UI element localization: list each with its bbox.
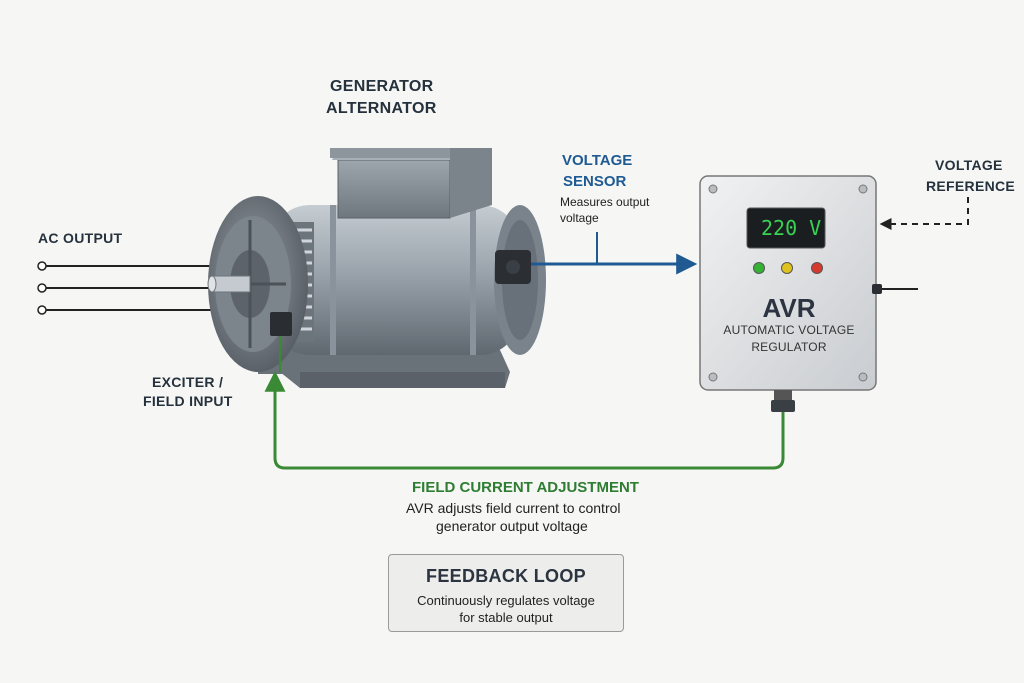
voltage-reference-line2: REFERENCE <box>926 178 1016 194</box>
avr-display-value: 220 V <box>761 216 822 240</box>
terminal-3 <box>37 305 47 315</box>
feedback-loop-desc: Continuously regulates voltage for stabl… <box>417 593 595 625</box>
avr-unit <box>699 175 918 412</box>
generator-heading-line2: ALTERNATOR <box>326 100 437 117</box>
ac-output-wires <box>37 261 230 315</box>
feedback-loop-title: FEEDBACK LOOP <box>426 566 586 586</box>
generator-illustration <box>207 148 546 388</box>
status-led-green <box>753 262 765 274</box>
avr-display <box>746 207 826 249</box>
exciter-label-line2: FIELD INPUT <box>143 393 233 409</box>
avr-subtitle-line1: AUTOMATIC VOLTAGE <box>723 323 855 337</box>
status-led-red <box>811 262 823 274</box>
field-adjustment-desc-line2: generator output voltage <box>436 518 588 534</box>
avr-subtitle-line2: REGULATOR <box>751 340 827 354</box>
ac-output-label: AC OUTPUT <box>38 230 123 246</box>
exciter-label-line1: EXCITER / <box>152 374 224 390</box>
terminal-1 <box>37 261 47 271</box>
cable-gland <box>771 400 795 412</box>
field-current-line <box>264 370 785 470</box>
field-adjustment-desc-line1: AVR adjusts field current to control <box>406 500 621 516</box>
voltage-sensor-desc-line2: voltage <box>560 211 599 225</box>
avr-title: AVR <box>762 293 816 323</box>
voltage-sensor-desc-line1: Measures output <box>560 195 650 209</box>
terminal-2 <box>37 283 47 293</box>
status-led-yellow <box>781 262 793 274</box>
voltage-reference-line1: VOLTAGE <box>935 157 1003 173</box>
voltage-sensor-heading-line2: SENSOR <box>563 173 627 190</box>
exciter-module <box>270 312 292 336</box>
generator-heading-line1: GENERATOR <box>330 78 434 95</box>
field-adjustment-heading: FIELD CURRENT ADJUSTMENT <box>412 479 639 496</box>
voltage-sensor-heading-line1: VOLTAGE <box>562 152 633 169</box>
voltage-reference-line <box>879 197 969 230</box>
feedback-loop-box: FEEDBACK LOOP Continuously regulates vol… <box>388 554 624 632</box>
